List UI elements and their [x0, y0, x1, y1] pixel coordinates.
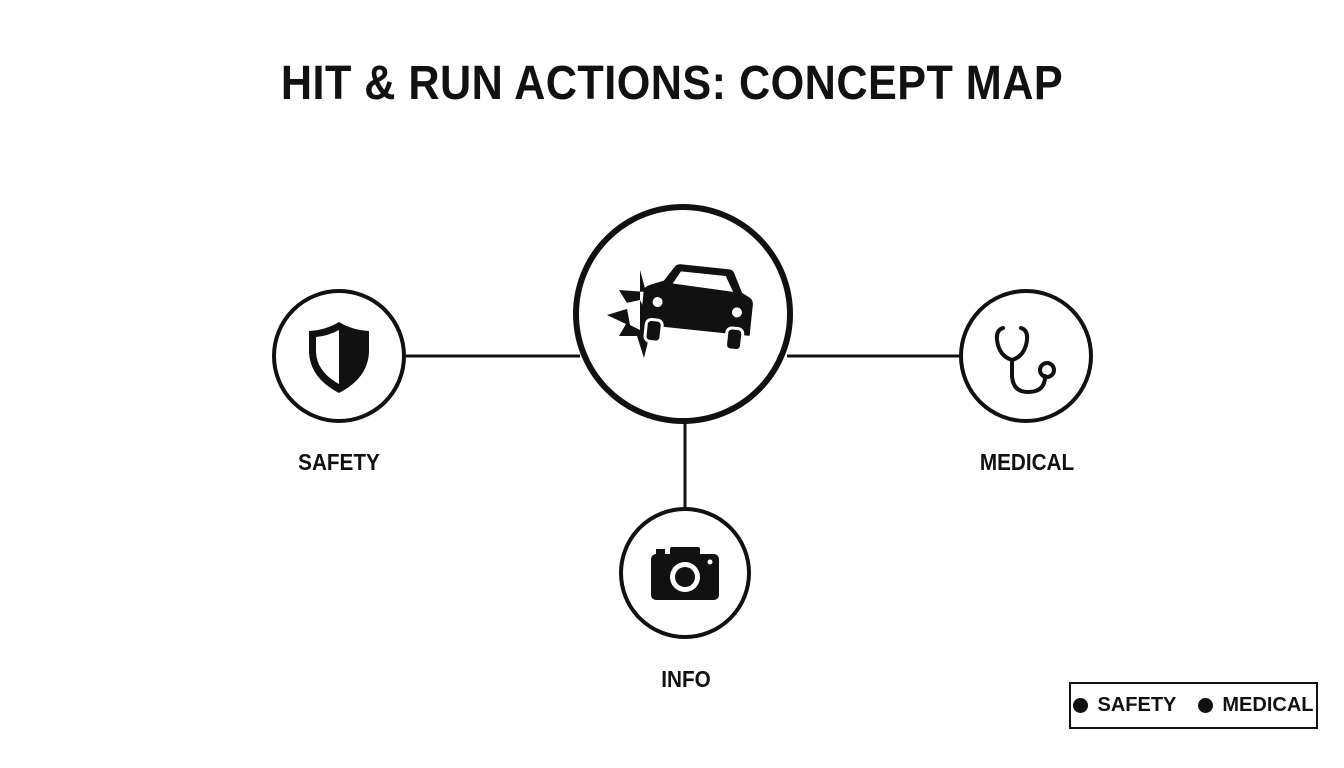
- info-node: [619, 507, 751, 639]
- legend-label: SAFETY: [1097, 694, 1177, 716]
- camera-icon: [651, 547, 719, 600]
- legend-dot-icon: [1073, 698, 1089, 713]
- safety-node: [272, 289, 406, 423]
- legend: SAFETY MEDICAL: [1069, 682, 1318, 729]
- car-crash-icon: [607, 264, 753, 358]
- legend-label: MEDICAL: [1222, 694, 1314, 716]
- info-label: INFO: [661, 666, 711, 692]
- shield-icon: [309, 322, 369, 393]
- legend-item-medical: MEDICAL: [1198, 694, 1314, 717]
- medical-label: MEDICAL: [979, 449, 1075, 475]
- legend-dot-icon: [1198, 698, 1214, 713]
- diagram-title: HIT & RUN ACTIONS: CONCEPT MAP: [280, 57, 1064, 110]
- stethoscope-icon: [994, 326, 1056, 395]
- medical-node: [959, 289, 1093, 423]
- legend-item-safety: SAFETY: [1073, 694, 1176, 717]
- center-node: [573, 204, 793, 424]
- safety-label: SAFETY: [298, 449, 380, 475]
